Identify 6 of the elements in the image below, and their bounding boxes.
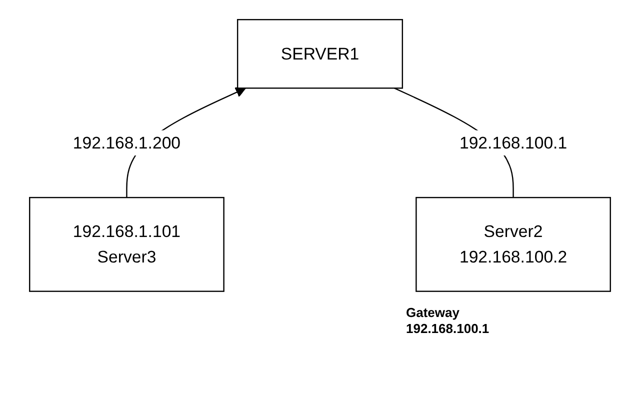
edge-label: 192.168.100.1	[459, 130, 568, 156]
edge-label: 192.168.1.200	[72, 130, 181, 156]
server-label: Server2 192.168.100.2	[459, 220, 568, 268]
server-label: SERVER1	[280, 42, 360, 65]
server-label: 192.168.1.101 Server3	[72, 220, 181, 268]
node-note: Gateway 192.168.100.1	[406, 305, 490, 338]
